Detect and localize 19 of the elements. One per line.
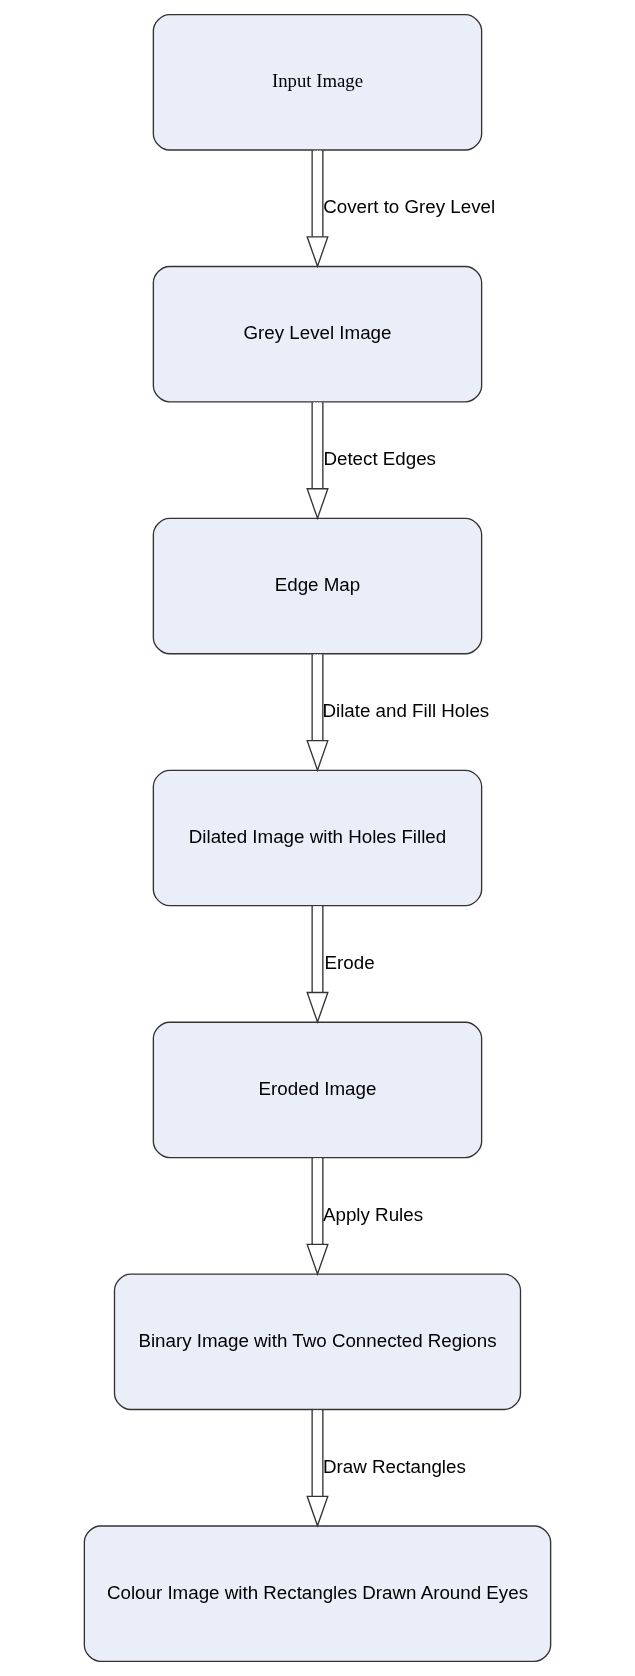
edge-label: Erode (324, 951, 375, 973)
node-box: Eroded Image (152, 1021, 483, 1159)
node-box: Edge Map (152, 517, 483, 655)
edge-label: Covert to Grey Level (323, 196, 496, 218)
node-box: Dilated Image with Holes Filled (152, 769, 483, 907)
node-box: Input Image (152, 13, 483, 151)
node-box: Grey Level Image (152, 265, 483, 403)
edge-label: Apply Rules (323, 1203, 424, 1225)
node-box: Colour Image with Rectangles Drawn Around Eyes (83, 1525, 552, 1663)
arrow (306, 401, 329, 521)
arrow (306, 905, 329, 1025)
edge-label: Detect Edges (323, 448, 437, 470)
arrow (306, 1409, 329, 1528)
arrow (306, 1157, 329, 1276)
arrow (306, 149, 329, 269)
node-box: Binary Image with Two Connected Regions (113, 1273, 522, 1411)
edge-label: Draw Rectangles (323, 1455, 466, 1477)
arrow (306, 653, 329, 773)
edge-label: Dilate and Fill Holes (322, 700, 490, 722)
